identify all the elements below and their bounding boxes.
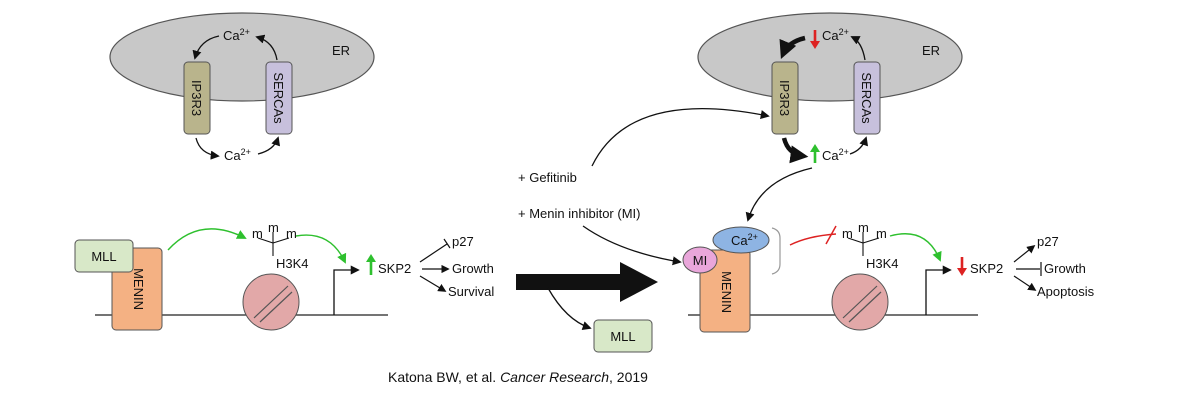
mll-box xyxy=(74,239,134,273)
h3k4-to-skp2-arrow xyxy=(295,234,347,264)
er-to-ip3r3-arrow xyxy=(192,35,220,60)
sercas-label: SERCAs xyxy=(271,72,286,124)
treatment-big-arrow xyxy=(516,262,658,302)
menin-label: MENIN xyxy=(131,268,146,310)
ip3r3-channel xyxy=(183,61,211,135)
menin-inhibitor-label: + Menin inhibitor (MI) xyxy=(518,206,640,221)
sercas-to-er-arrow-right xyxy=(850,36,866,61)
sercas-label-right: SERCAs xyxy=(859,72,874,124)
skp2-label: SKP2 xyxy=(378,261,411,276)
ca-bubble-label: Ca2+ xyxy=(731,232,758,248)
ip3r3-label: IP3R3 xyxy=(189,80,204,116)
skp2-to-p27-arrow xyxy=(1013,244,1036,263)
methyl-m3: m xyxy=(286,226,297,241)
right-panel: ER IP3R3 SERCAs Ca2+ Ca2+ MENIN MI xyxy=(682,12,1095,333)
skp2-promoter-arrow-right xyxy=(925,265,952,315)
er-ellipse-right xyxy=(697,12,963,102)
sercas-to-er-arrow xyxy=(255,34,278,61)
skp2-label-right: SKP2 xyxy=(970,261,1003,276)
left-panel: ER IP3R3 SERCAs Ca2+ Ca2+ MENIN MLL xyxy=(74,12,494,331)
ip3r3-label-right: IP3R3 xyxy=(777,80,792,116)
methyl-m2-right: m xyxy=(858,220,869,235)
menin-to-h3k4-arrow xyxy=(167,228,247,251)
skp2-up-arrow xyxy=(366,254,376,275)
displaced-mll-label: MLL xyxy=(610,329,635,344)
ca-to-menin-arrow xyxy=(745,167,813,222)
sercas-pump xyxy=(265,61,293,135)
p27-label: p27 xyxy=(452,234,474,249)
survival-label: Survival xyxy=(448,284,494,299)
skp2-down-arrow xyxy=(957,257,967,276)
h3k4-methylation-right: m m m H3K4 xyxy=(842,220,899,271)
cytosol-to-sercas-arrow-right xyxy=(849,136,869,155)
ca-cytosol-label-right: Ca2+ xyxy=(822,147,849,163)
er-label: ER xyxy=(332,43,350,58)
apoptosis-label: Apoptosis xyxy=(1037,284,1095,299)
ca-er-label: Ca2+ xyxy=(223,27,250,43)
sercas-pump-right xyxy=(853,61,881,135)
er-to-ip3r3-thick-arrow xyxy=(779,35,806,59)
ca-er-label-right: Ca2+ xyxy=(822,27,849,43)
h3k4-label: H3K4 xyxy=(276,256,309,271)
h3k4-label-right: H3K4 xyxy=(866,256,899,271)
growth-label-right: Growth xyxy=(1044,261,1086,276)
skp2-inhibits-p27 xyxy=(419,243,448,263)
complex-bracket xyxy=(771,227,781,275)
er-label-right: ER xyxy=(922,43,940,58)
p27-label-right: p27 xyxy=(1037,234,1059,249)
methyl-m2: m xyxy=(268,220,279,235)
ip3r3-to-cytosol-thick-arrow xyxy=(781,137,809,164)
ca-cytosol-label: Ca2+ xyxy=(224,147,251,163)
gefitinib-label: + Gefitinib xyxy=(518,170,577,185)
methyl-m3-right: m xyxy=(876,226,887,241)
ca-cytosol-increase-arrow xyxy=(810,144,820,163)
nucleosome-right xyxy=(831,273,889,331)
mi-label: MI xyxy=(693,253,707,268)
methyl-m1-right: m xyxy=(842,226,853,241)
h3k4-methylation: m m m H3K4 xyxy=(252,220,309,271)
displaced-mll-box xyxy=(593,319,653,353)
ca-er-decrease-arrow xyxy=(810,30,820,49)
ip3r3-channel-right xyxy=(771,61,799,135)
skp2-to-survival-arrow xyxy=(419,275,447,292)
growth-label: Growth xyxy=(452,261,494,276)
skp2-to-apoptosis-arrow xyxy=(1013,275,1037,291)
skp2-promoter-arrow xyxy=(333,265,360,315)
nucleosome xyxy=(242,273,300,331)
citation: Katona BW, et al. Cancer Research, 2019 xyxy=(388,369,648,385)
menin-label-right: MENIN xyxy=(719,271,734,313)
ip3r3-to-cytosol-arrow xyxy=(195,137,220,160)
gefitinib-to-ip3r3-arrow xyxy=(591,107,770,167)
methyl-m1: m xyxy=(252,226,263,241)
h3k4-to-skp2-arrow-right xyxy=(889,233,942,262)
mi-to-menin-arrow xyxy=(582,225,682,266)
mi-ellipse xyxy=(682,246,718,274)
cytosol-to-sercas-arrow xyxy=(257,136,281,155)
mll-displacement-arrow xyxy=(547,287,592,331)
treatment-section: + Gefitinib + Menin inhibitor (MI) MLL xyxy=(516,107,770,353)
mll-label: MLL xyxy=(91,249,116,264)
er-ellipse xyxy=(109,12,375,102)
ca-bubble xyxy=(712,226,770,254)
block-slash xyxy=(825,225,837,245)
